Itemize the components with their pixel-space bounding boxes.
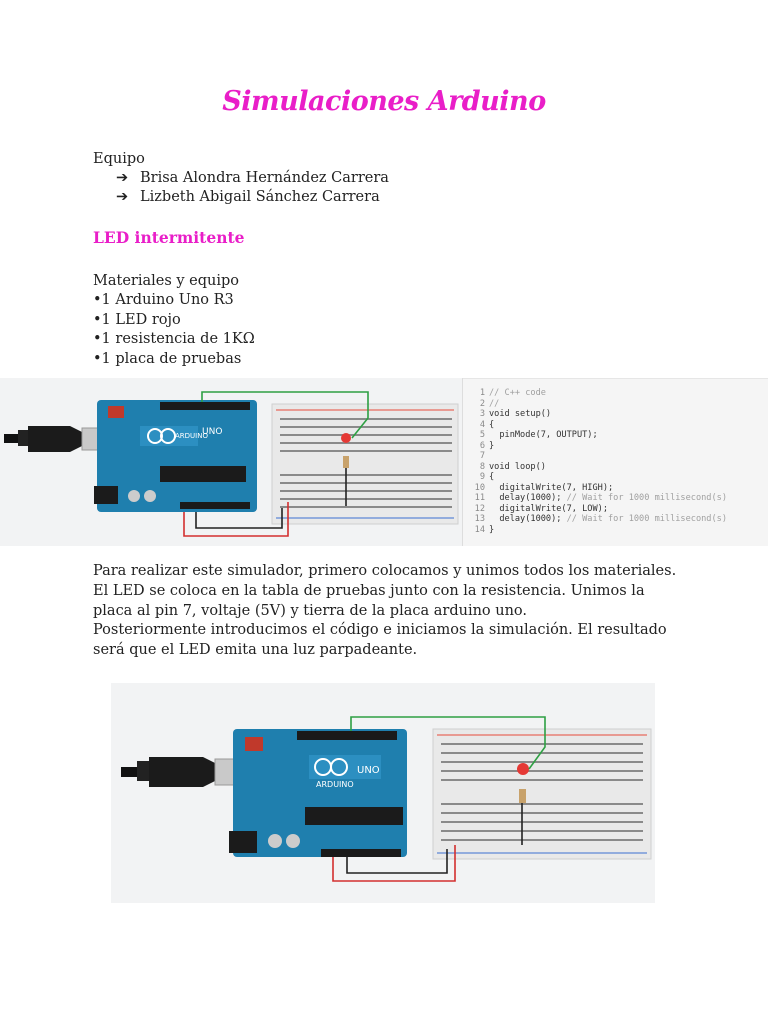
line-number: 8 (479, 461, 485, 472)
line-number: 13 (474, 514, 485, 524)
svg-text:ARDUINO: ARDUINO (175, 432, 208, 440)
code-line: digitalWrite(7, HIGH); (489, 482, 614, 493)
line-number: 14 (474, 524, 485, 535)
code-line: void setup() (489, 409, 552, 419)
arrow-right-icon: ➔ (116, 189, 129, 205)
line-number: 1 (479, 388, 485, 398)
circuit-screenshot-1: ARDUINO UNO (0, 378, 462, 546)
code-text: // C++ code//void setup(){ pinMode(7, OU… (489, 388, 727, 535)
code-line (489, 451, 727, 462)
line-number: 10 (474, 482, 485, 493)
code-line: void loop() (489, 461, 546, 472)
member-name: Brisa Alondra Hernández Carrera (140, 170, 389, 186)
team-member: ➔ Lizbeth Abigail Sánchez Carrera (116, 189, 380, 205)
svg-text:ARDUINO: ARDUINO (316, 780, 354, 789)
code-comment: // Wait for 1000 millisecond(s) (566, 514, 727, 524)
code-line: // (489, 398, 500, 409)
paragraph: Para realizar este simulador, primero co… (93, 563, 677, 619)
code-line: digitalWrite(7, LOW); (489, 503, 608, 514)
materials-title: Materiales y equipo (93, 273, 240, 289)
line-number: 9 (479, 472, 485, 482)
arrow-right-icon: ➔ (116, 170, 129, 186)
description: Para realizar este simulador, primero co… (93, 562, 683, 661)
circuit-diagram-icon: ARDUINO UNO (121, 716, 652, 882)
list-item: •1 resistencia de 1KΩ (93, 331, 255, 347)
svg-text:UNO: UNO (202, 427, 222, 437)
line-number: 11 (474, 493, 485, 503)
section-title: LED intermitente (93, 228, 245, 247)
code-line: { (489, 472, 495, 482)
svg-text:UNO: UNO (357, 765, 380, 776)
list-item: •1 placa de pruebas (93, 350, 242, 367)
line-number: 4 (479, 419, 485, 430)
line-number: 7 (479, 451, 485, 461)
line-number: 6 (479, 440, 485, 451)
line-number: 3 (479, 409, 485, 419)
code-comment: // Wait for 1000 millisecond(s) (566, 493, 727, 503)
list-item: •1 Arduino Uno R3 (93, 292, 234, 308)
line-number: 12 (474, 503, 485, 514)
code-line: delay(1000); // Wait for 1000 millisecon… (489, 514, 727, 524)
code-line: } (489, 440, 495, 451)
line-number: 2 (479, 398, 485, 409)
list-item: •1 LED rojo (93, 311, 181, 328)
scrollbar (463, 378, 768, 379)
member-name: Lizbeth Abigail Sánchez Carrera (140, 189, 380, 205)
page-title: Simulaciones Arduino (222, 86, 546, 117)
line-number: 5 (479, 430, 485, 440)
circuit-diagram-icon: ARDUINO UNO (4, 391, 459, 537)
code-line: { (489, 419, 495, 430)
circuit-screenshot-2: ARDUINO UNO (111, 683, 655, 903)
code-line: // C++ code (489, 388, 546, 398)
team-member: ➔ Brisa Alondra Hernández Carrera (116, 170, 389, 186)
materials-list: •1 Arduino Uno R3 •1 LED rojo •1 resiste… (93, 291, 255, 369)
code-line: delay(1000); // Wait for 1000 millisecon… (489, 493, 727, 503)
code-line: pinMode(7, OUTPUT); (489, 430, 598, 440)
paragraph: Posteriormente introducimos el código e … (93, 622, 667, 659)
team-label: Equipo (93, 151, 145, 167)
code-line: } (489, 524, 495, 535)
